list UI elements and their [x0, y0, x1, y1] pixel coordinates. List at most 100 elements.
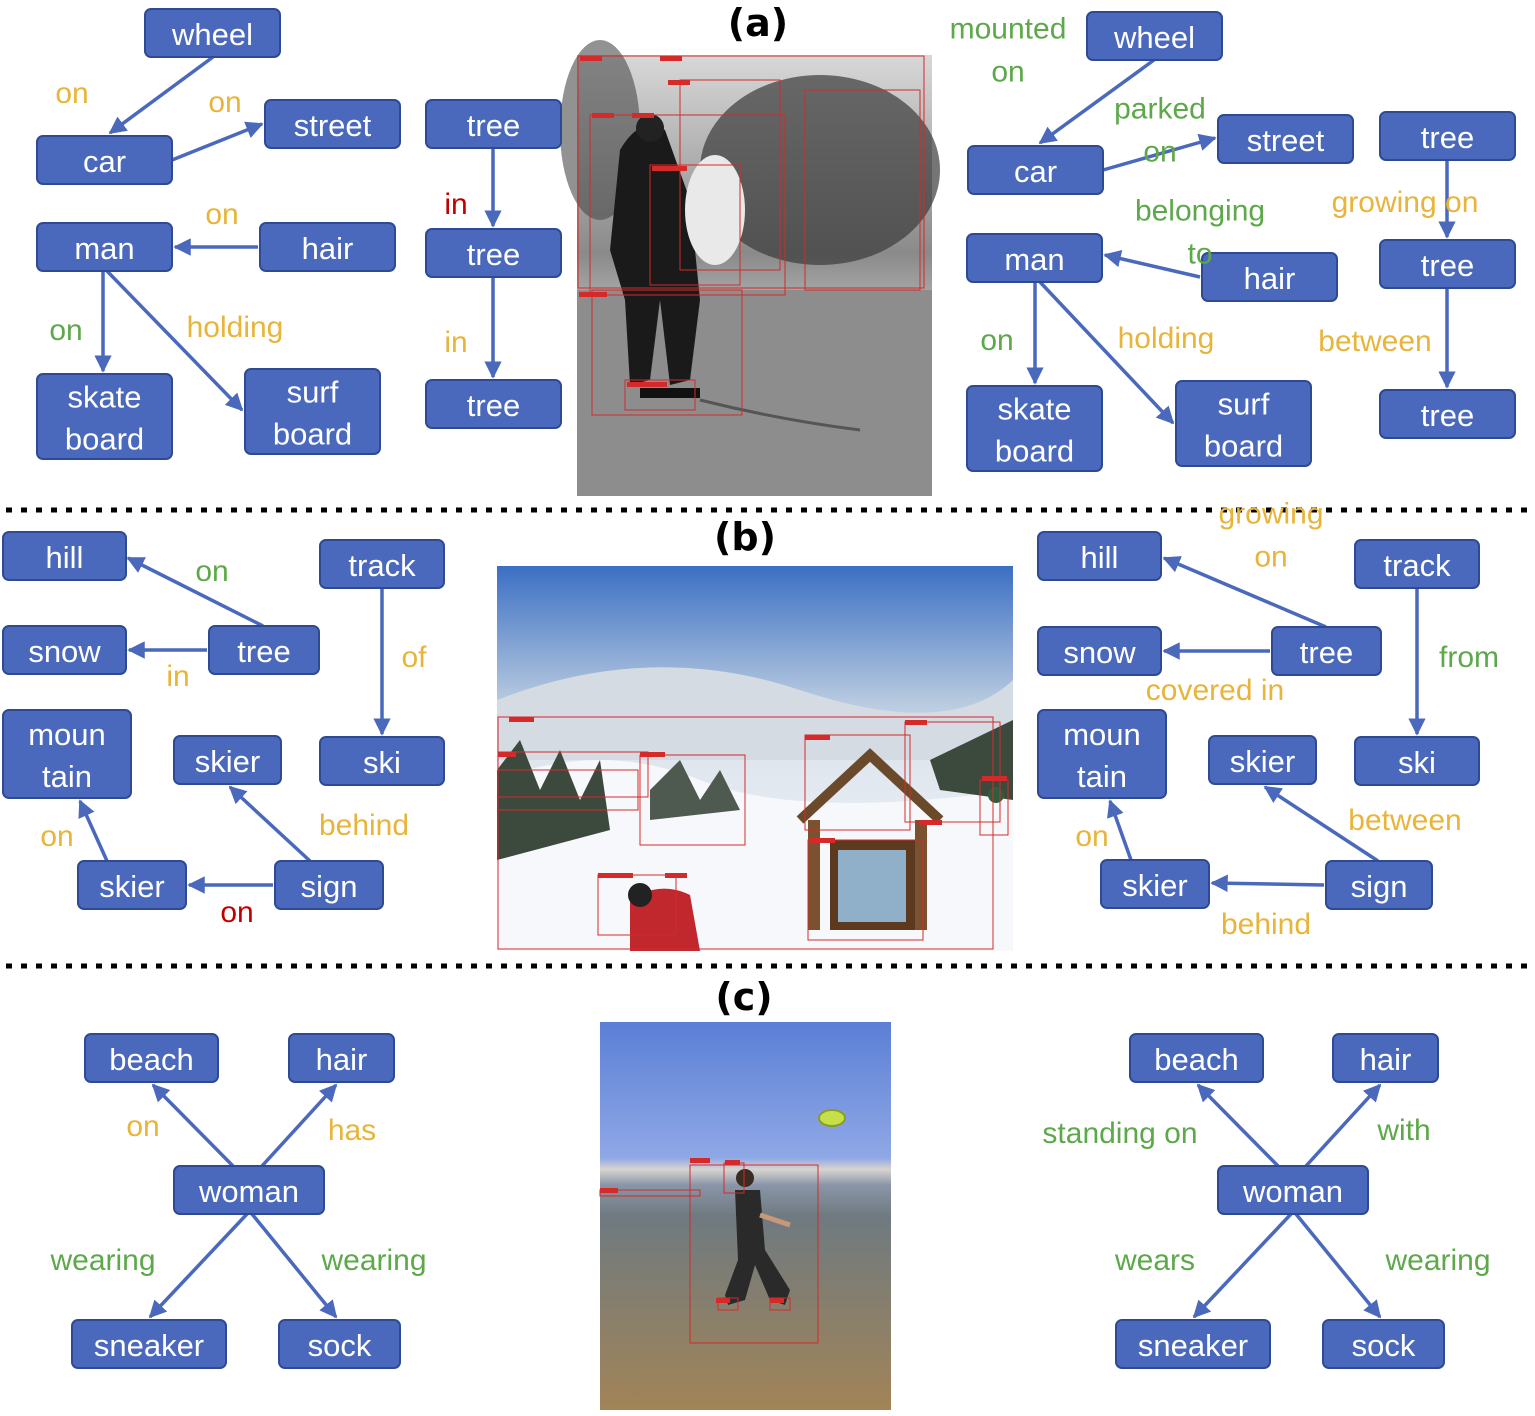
- object-node-box: [1037, 626, 1162, 676]
- object-node-label: skier: [99, 869, 164, 904]
- relation-arrow: [1294, 1212, 1382, 1319]
- photo-b-ski-slope: [497, 566, 1013, 951]
- object-node-box: [425, 379, 562, 429]
- object-node-label: tree: [237, 634, 290, 669]
- object-node-box: [966, 385, 1103, 472]
- relation-arrow: [126, 556, 264, 628]
- object-node-label: street: [294, 108, 372, 143]
- object-node-wheel: wheel: [144, 8, 281, 58]
- object-node-box: [1379, 239, 1516, 289]
- panel-label-b: (b): [714, 515, 776, 559]
- object-node-skier1: skier: [1208, 735, 1317, 785]
- object-node-box: [1115, 1319, 1271, 1369]
- object-node-box: [77, 860, 187, 910]
- object-node-hill: hill: [2, 531, 127, 581]
- object-node-man: man: [36, 222, 173, 272]
- relation-arrow: [1196, 1083, 1280, 1168]
- object-node-label: sign: [301, 869, 358, 904]
- relation-label: holding: [187, 311, 284, 344]
- relation-label: has: [328, 1114, 376, 1147]
- object-node-box: [244, 368, 381, 455]
- object-node-label: sock: [1352, 1328, 1416, 1363]
- relation-label: standing on: [1042, 1117, 1197, 1150]
- object-node-sign: sign: [274, 860, 384, 910]
- relation-label: behind: [319, 809, 409, 842]
- object-node-skier2: skier: [1100, 859, 1210, 909]
- object-node-label: tree: [467, 388, 520, 423]
- object-node-box: [1379, 111, 1516, 161]
- relation-arrow: [1192, 1212, 1293, 1319]
- object-node-label: sneaker: [1138, 1328, 1248, 1363]
- object-node-box: [966, 233, 1103, 283]
- panel-label-a: (a): [728, 1, 788, 45]
- object-node-label: wheel: [1113, 20, 1195, 55]
- relation-label: growing on: [1332, 186, 1479, 219]
- object-node-label: skier: [195, 744, 260, 779]
- object-node-box: [319, 539, 445, 589]
- object-node-sign: sign: [1325, 860, 1433, 910]
- object-node-track: track: [1354, 539, 1480, 589]
- relation-arrow: [228, 785, 312, 863]
- object-node-label: man: [74, 231, 134, 266]
- panel-label-c: (c): [715, 975, 772, 1019]
- object-node-woman: woman: [1217, 1165, 1369, 1215]
- object-node-box: [208, 625, 320, 675]
- relation-arrow: [1210, 874, 1325, 893]
- object-node-label: tree: [1300, 635, 1353, 670]
- object-node-label: man: [1004, 242, 1064, 277]
- object-node-box: [425, 228, 562, 278]
- relation-arrow: [1038, 58, 1156, 145]
- object-node-box: [2, 709, 132, 799]
- object-node-tree1: tree: [1379, 111, 1516, 161]
- object-node-sock: sock: [278, 1319, 401, 1369]
- object-node-box: [173, 1165, 325, 1215]
- relation-label: between: [1348, 804, 1461, 837]
- object-node-beach: beach: [84, 1033, 219, 1083]
- object-node-box: [264, 99, 401, 149]
- object-node-box: [1208, 735, 1317, 785]
- object-node-box: [1100, 859, 1210, 909]
- object-node-box: [278, 1319, 401, 1369]
- object-node-ski: ski: [319, 736, 445, 786]
- relation-label: covered in: [1146, 674, 1284, 707]
- object-node-label: hair: [1360, 1042, 1412, 1077]
- object-node-box: [2, 531, 127, 581]
- object-node-label: hair: [302, 231, 354, 266]
- object-node-box: [36, 373, 173, 460]
- object-node-box: [425, 99, 562, 149]
- relation-label: on: [126, 1110, 159, 1143]
- object-node-car: car: [967, 145, 1104, 195]
- object-node-box: [1217, 1165, 1369, 1215]
- object-node-box: [1354, 736, 1480, 786]
- object-node-box: [1037, 531, 1162, 581]
- object-node-label: wheel: [171, 17, 253, 52]
- object-node-hair: hair: [288, 1033, 395, 1083]
- relation-arrow: [1038, 280, 1175, 425]
- object-node-label: tree: [1421, 120, 1474, 155]
- object-node-label: tree: [467, 108, 520, 143]
- object-node-box: [259, 222, 396, 272]
- object-node-tree3: tree: [425, 379, 562, 429]
- object-node-box: [1201, 252, 1338, 302]
- relation-label: wears: [1114, 1244, 1195, 1277]
- relation-label: holding: [1118, 322, 1215, 355]
- object-node-track: track: [319, 539, 445, 589]
- relation-label: wearing: [1384, 1244, 1490, 1277]
- relation-arrow: [1263, 785, 1379, 863]
- object-node-sneaker: sneaker: [71, 1319, 227, 1369]
- object-node-box: [1129, 1033, 1264, 1083]
- object-node-label: track: [1383, 548, 1451, 583]
- object-node-sneaker: sneaker: [1115, 1319, 1271, 1369]
- object-node-label: ski: [363, 745, 401, 780]
